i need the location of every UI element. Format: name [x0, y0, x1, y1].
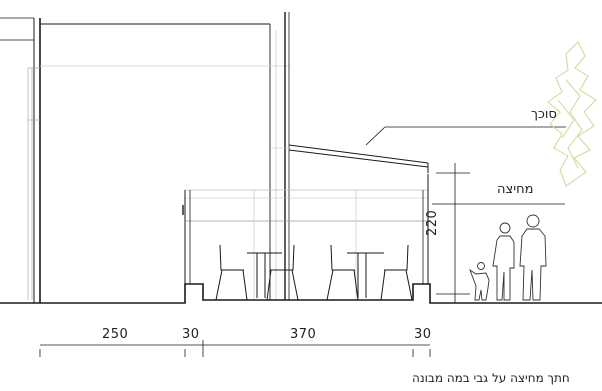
dimension-label: 370: [290, 327, 317, 342]
dimension-label: 30: [182, 327, 200, 342]
people-silhouette: [469, 214, 547, 301]
dimension-label: 250: [102, 327, 129, 342]
dimension-label: 30: [414, 327, 432, 342]
drawing-caption: חתך מחיצה על גבי במה מבונה: [412, 371, 570, 385]
table-set-right: [326, 244, 413, 301]
height-dimension-label: 220: [425, 209, 440, 236]
awning-label: סוכך: [531, 107, 557, 122]
awning: [270, 144, 429, 173]
tree-sketch: [547, 41, 597, 187]
stage: [0, 283, 602, 304]
awning-leader: [365, 126, 566, 146]
partition-label: מחיצה: [497, 182, 534, 197]
table-set-left: [215, 244, 299, 301]
bottom-dimension: [39, 340, 431, 357]
rear-wall: [40, 23, 290, 300]
left-building: [0, 17, 41, 303]
central-column: [284, 12, 290, 300]
height-dimension: [436, 163, 470, 303]
